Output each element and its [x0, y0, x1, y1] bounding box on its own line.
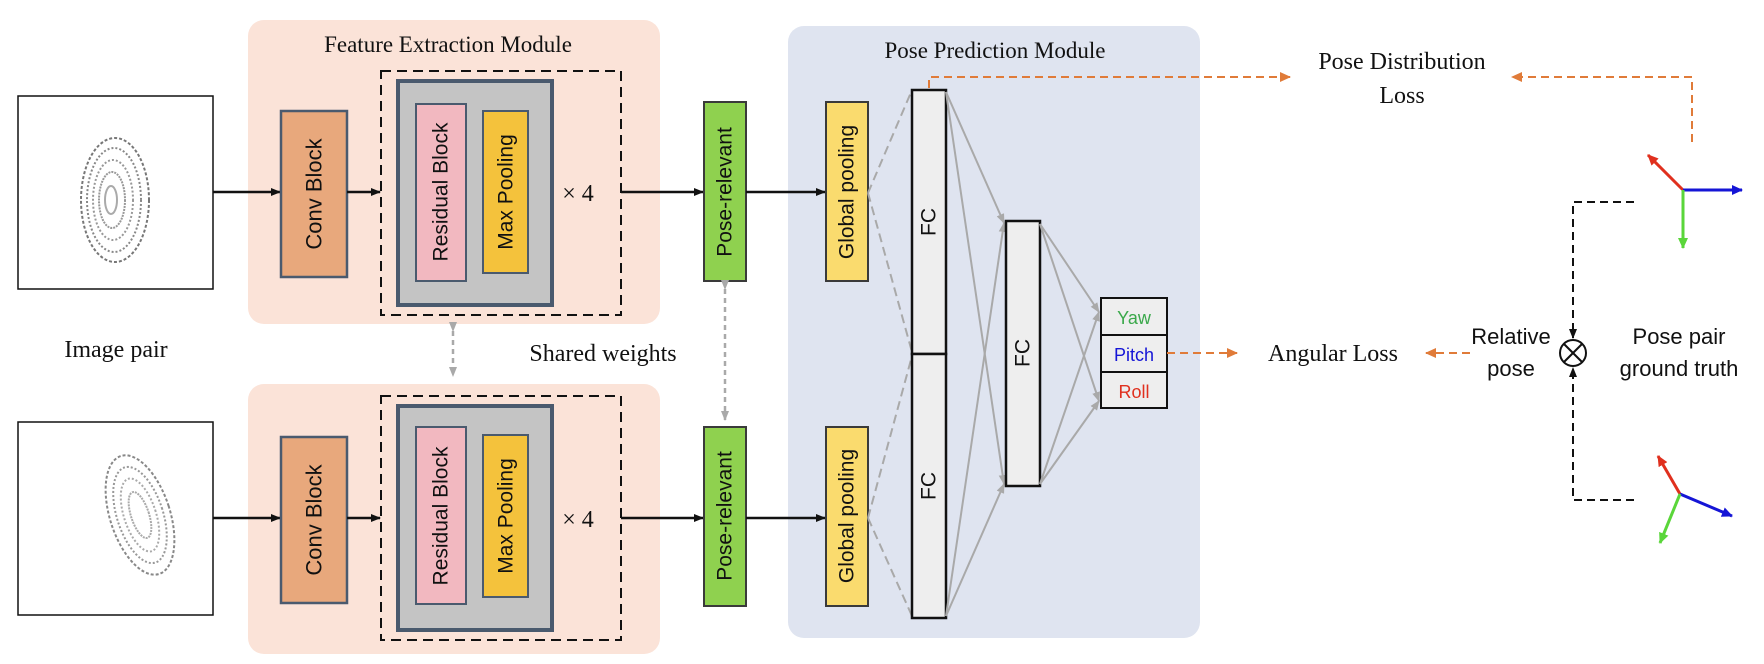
fingerprint-image-top — [17, 95, 214, 290]
pose-pair-label-2: ground truth — [1620, 356, 1739, 381]
pose-relevant-bottom — [703, 426, 747, 607]
arrows-fc1-to-fc2 — [945, 91, 1007, 617]
arrows-fc2-to-output — [1039, 223, 1100, 485]
fc1-lower-label: FC — [918, 472, 941, 500]
max-pooling-bottom — [482, 434, 529, 598]
times-four-bottom: × 4 — [562, 507, 594, 533]
fc1-upper-label: FC — [918, 208, 941, 236]
global-pooling-top — [825, 101, 869, 282]
fingerprint-image-bottom — [17, 421, 214, 616]
residual-block-bottom — [415, 426, 467, 605]
fc1-lower — [910, 352, 948, 620]
pose-axes-bottom-icon — [1656, 455, 1733, 544]
angular-loss-label: Angular Loss — [1268, 341, 1398, 367]
pose-relevant-top-label: Pose-relevant — [714, 127, 737, 257]
output-table — [1100, 297, 1168, 409]
max-pooling-bottom-label: Max Pooling — [495, 458, 518, 574]
arrow-fc-to-pose-distribution-loss — [928, 72, 1291, 88]
residual-block-top — [415, 103, 467, 282]
global-pooling-top-label: Global pooling — [836, 125, 859, 259]
pose-axes-top-icon — [1646, 153, 1743, 249]
output-yaw: Yaw — [1117, 308, 1152, 328]
gt-top-to-otimes — [1569, 201, 1634, 339]
relative-pose-label-1: Relative — [1471, 324, 1550, 349]
pose-distribution-loss-label-1: Pose Distribution — [1318, 49, 1485, 75]
fc1-upper — [910, 88, 948, 356]
otimes-icon — [1559, 339, 1587, 367]
fc2 — [1004, 219, 1042, 488]
pose-prediction-title: Pose Prediction Module — [884, 38, 1105, 63]
pose-pair-label-1: Pose pair — [1633, 324, 1726, 349]
max-pooling-top — [482, 110, 529, 274]
shared-weights-label: Shared weights — [529, 341, 676, 367]
arrow-gt-to-pose-distribution-loss — [1511, 72, 1693, 142]
conv-block-bottom — [279, 435, 349, 605]
output-pitch: Pitch — [1114, 345, 1154, 365]
residual-block-bottom-label: Residual Block — [430, 446, 453, 585]
pose-distribution-loss-label-2: Loss — [1379, 83, 1424, 109]
relative-pose-label-2: pose — [1487, 356, 1535, 381]
global-pooling-bottom-label: Global pooling — [836, 449, 859, 583]
conv-block-top-label: Conv Block — [302, 137, 327, 249]
output-roll: Roll — [1118, 382, 1149, 402]
global-pooling-bottom — [825, 426, 869, 607]
conv-block-top — [279, 109, 349, 279]
times-four-top: × 4 — [562, 181, 594, 207]
gt-bottom-to-otimes — [1569, 367, 1634, 501]
fan-lines-gp-to-fc1 — [867, 89, 913, 617]
feature-extraction-title: Feature Extraction Module — [324, 32, 572, 57]
pose-prediction-module — [788, 26, 1200, 638]
max-pooling-top-label: Max Pooling — [495, 134, 518, 250]
pose-relevant-bottom-label: Pose-relevant — [714, 451, 737, 581]
conv-block-bottom-label: Conv Block — [302, 463, 327, 575]
image-pair-label: Image pair — [64, 337, 167, 363]
residual-block-top-label: Residual Block — [430, 122, 453, 261]
fc2-label: FC — [1012, 339, 1035, 367]
